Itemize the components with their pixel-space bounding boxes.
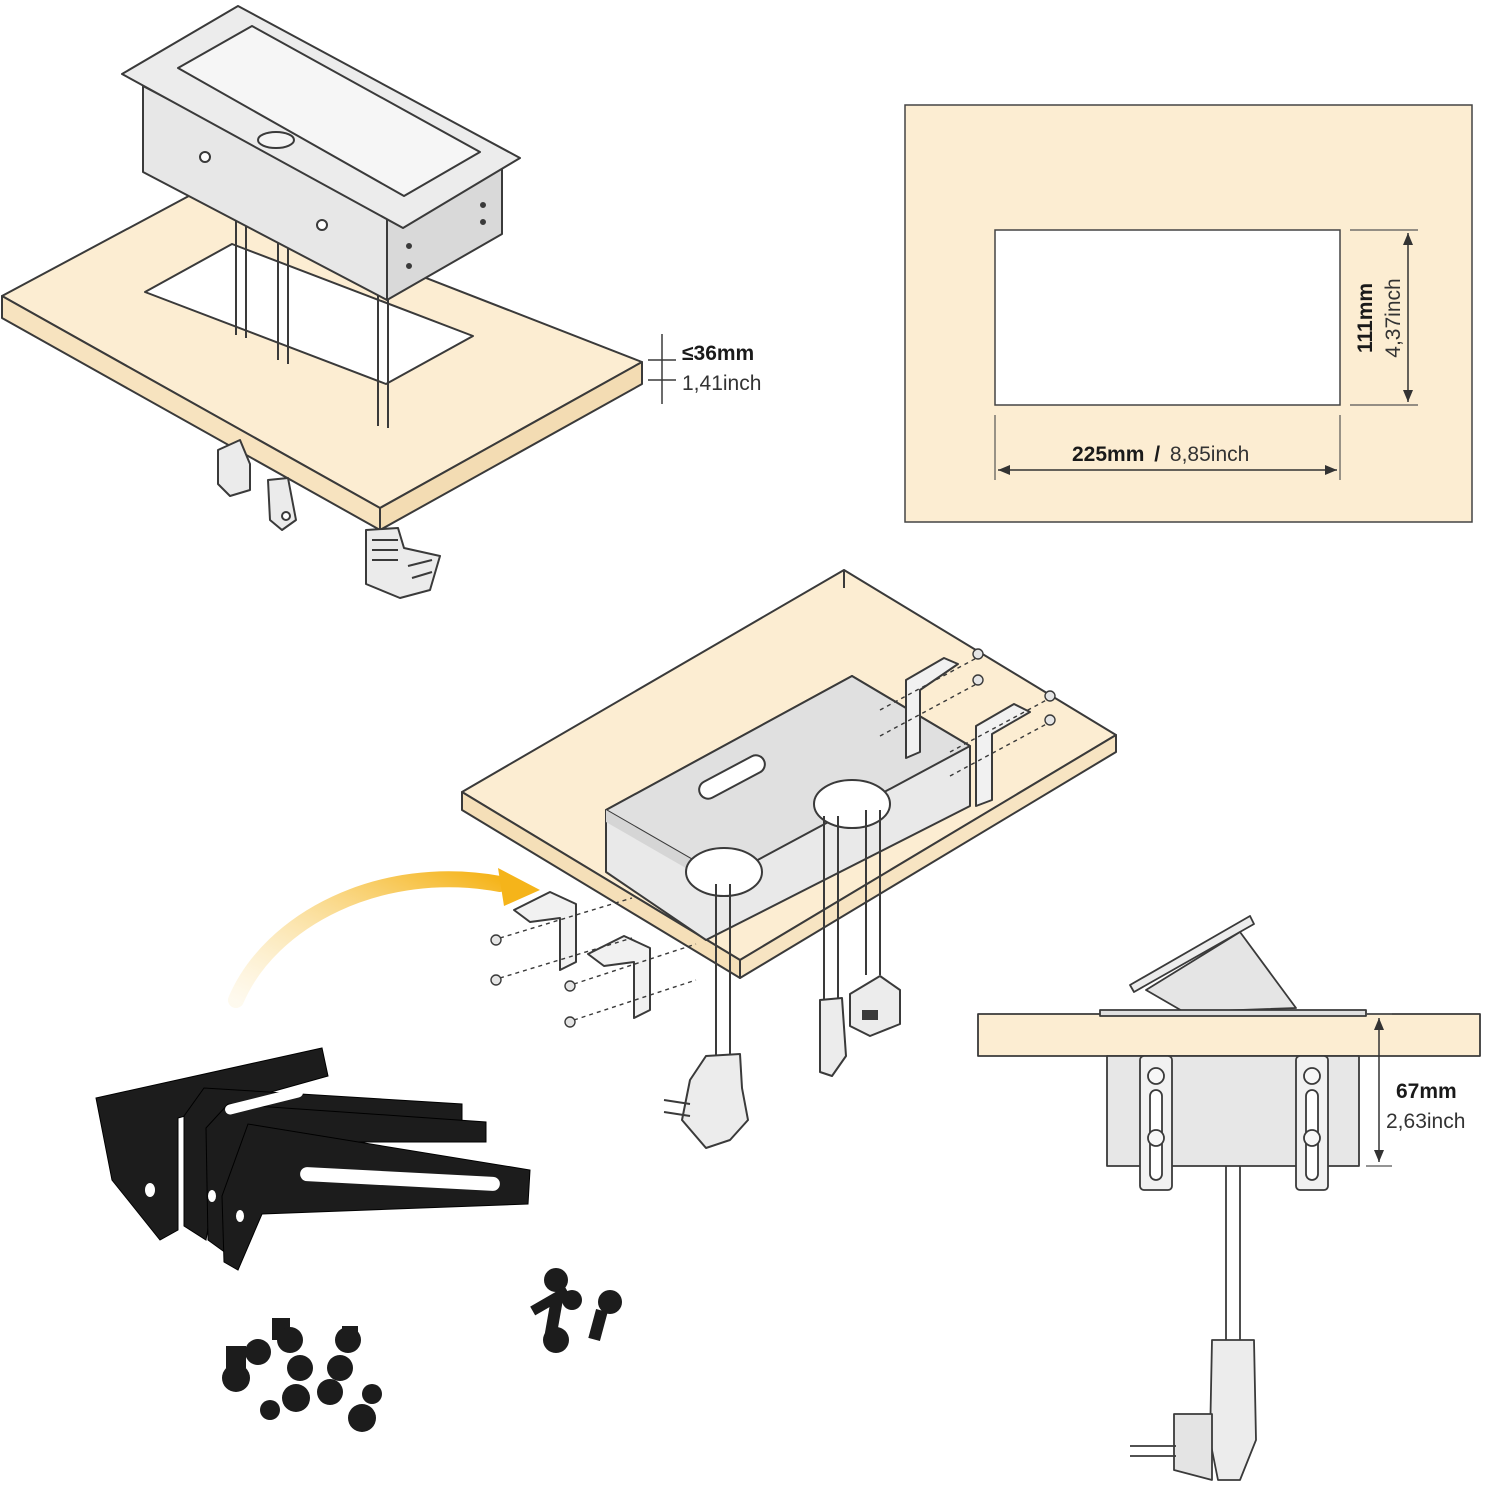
center-assembly	[461, 569, 1117, 1149]
cutout-height-metric: 111mm	[1354, 283, 1377, 353]
bracket-right-2	[975, 703, 1031, 807]
bracket-left-1	[513, 891, 577, 971]
connector-left	[267, 477, 297, 531]
tabletop-side-face	[379, 361, 643, 531]
cutout-template	[904, 104, 1473, 523]
ethernet-plug-small	[217, 439, 251, 497]
lid-tilted	[1129, 915, 1255, 993]
ethernet-plug	[819, 997, 847, 1077]
ethernet-socket	[849, 975, 901, 1037]
thickness-dimension	[648, 334, 676, 404]
tabletop-cutout	[144, 243, 474, 385]
box-hole-left	[685, 847, 763, 897]
thickness-metric: ≤36mm	[682, 342, 754, 365]
top-left-assembly	[1, 5, 643, 599]
cutout-height-imperial: 4,37inch	[1382, 278, 1405, 357]
wood-screws	[530, 1268, 622, 1353]
plug-section	[1209, 1339, 1257, 1481]
black-screws	[222, 1318, 382, 1432]
depth-metric: 67mm	[1396, 1080, 1457, 1103]
bracket-right-1	[905, 657, 959, 759]
box-hole-right	[813, 779, 891, 829]
bracket-icon	[95, 1047, 531, 1271]
template-cutout	[994, 229, 1341, 406]
depth-imperial: 2,63inch	[1386, 1110, 1465, 1133]
tabletop-section	[977, 1013, 1481, 1057]
thickness-imperial: 1,41inch	[682, 372, 761, 395]
curved-arrow-icon	[228, 868, 540, 1008]
section-view	[977, 915, 1481, 1481]
plug-icon	[365, 527, 441, 599]
cable-hole	[257, 131, 295, 149]
box-slot	[698, 754, 766, 800]
cutout-width-label: 225mm / 8,85inch	[1072, 443, 1249, 466]
bracket-left-2	[587, 935, 651, 1019]
schuko-plug	[681, 1053, 749, 1149]
screw-icon	[490, 648, 1056, 1028]
